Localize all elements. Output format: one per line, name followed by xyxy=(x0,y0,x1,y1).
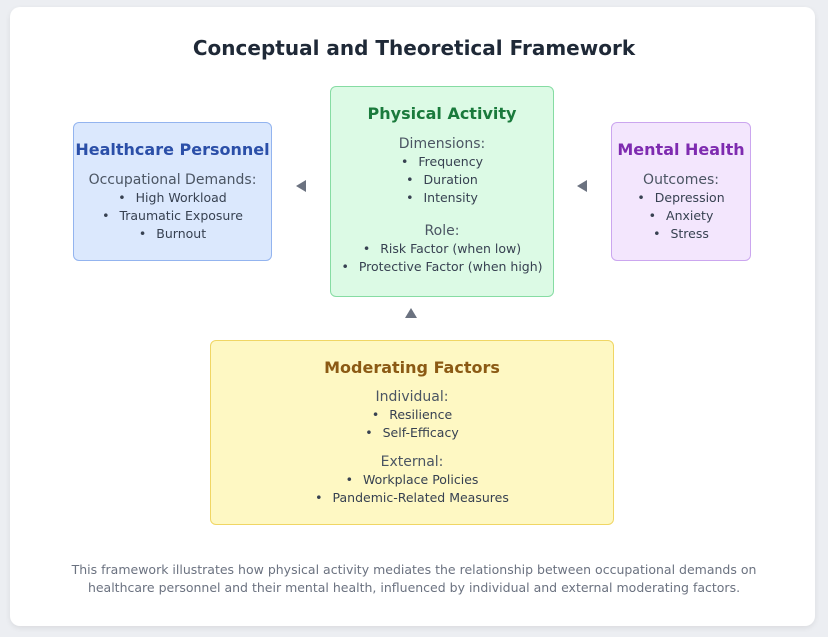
dimensions-list: Frequency Duration Intensity xyxy=(331,153,553,207)
mental-health-title: Mental Health xyxy=(617,140,745,159)
moderating-factors-title: Moderating Factors xyxy=(324,358,500,377)
outcomes-label: Outcomes: xyxy=(643,172,719,188)
list-item: Depression xyxy=(612,189,750,207)
dimensions-label: Dimensions: xyxy=(398,136,486,152)
physical-activity-box: Physical Activity Dimensions: Frequency … xyxy=(330,86,554,297)
moderating-factors-box: Moderating Factors Individual: Resilienc… xyxy=(210,340,614,525)
healthcare-personnel-title: Healthcare Personnel xyxy=(75,140,270,159)
arrow-left-icon xyxy=(296,180,306,192)
list-item: Protective Factor (when high) xyxy=(331,258,553,276)
occupational-demands-list: High Workload Traumatic Exposure Burnout xyxy=(74,189,271,243)
list-item: Frequency xyxy=(331,153,553,171)
list-item: Workplace Policies xyxy=(211,471,613,489)
list-item: Anxiety xyxy=(612,207,750,225)
list-item: Traumatic Exposure xyxy=(74,207,271,225)
mental-health-box: Mental Health Outcomes: Depression Anxie… xyxy=(611,122,751,261)
list-item: High Workload xyxy=(74,189,271,207)
role-list: Risk Factor (when low) Protective Factor… xyxy=(331,240,553,276)
role-label: Role: xyxy=(424,223,460,239)
list-item: Intensity xyxy=(331,189,553,207)
framework-caption: This framework illustrates how physical … xyxy=(71,562,757,595)
arrow-left-icon xyxy=(577,180,587,192)
outcomes-list: Depression Anxiety Stress xyxy=(612,189,750,243)
individual-list: Resilience Self-Efficacy xyxy=(211,406,613,442)
list-item: Risk Factor (when low) xyxy=(331,240,553,258)
list-item: Burnout xyxy=(74,225,271,243)
individual-label: Individual: xyxy=(375,389,449,405)
external-list: Workplace Policies Pandemic-Related Meas… xyxy=(211,471,613,507)
list-item: Pandemic-Related Measures xyxy=(211,489,613,507)
healthcare-personnel-box: Healthcare Personnel Occupational Demand… xyxy=(73,122,272,261)
physical-activity-title: Physical Activity xyxy=(367,104,517,123)
page-title: Conceptual and Theoretical Framework xyxy=(192,36,636,60)
list-item: Resilience xyxy=(211,406,613,424)
occupational-demands-label: Occupational Demands: xyxy=(88,172,257,188)
list-item: Self-Efficacy xyxy=(211,424,613,442)
list-item: Duration xyxy=(331,171,553,189)
external-label: External: xyxy=(380,454,444,470)
arrow-up-icon xyxy=(405,308,417,318)
list-item: Stress xyxy=(612,225,750,243)
